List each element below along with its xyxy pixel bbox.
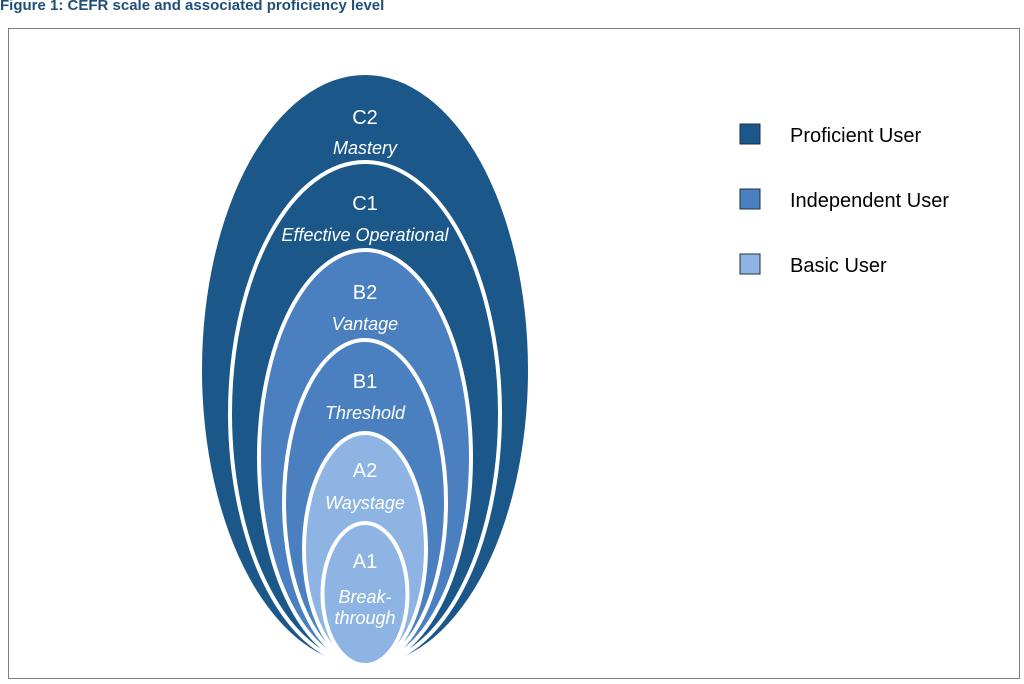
level-code-a2: A2 bbox=[353, 460, 377, 482]
legend-swatch-proficient bbox=[739, 123, 761, 145]
level-code-a1: A1 bbox=[353, 551, 377, 573]
level-name-b2: Vantage bbox=[332, 314, 398, 334]
level-code-b1: B1 bbox=[353, 371, 377, 393]
level-name-c1: Effective Operational bbox=[281, 225, 449, 245]
figure-title: Figure 1: CEFR scale and associated prof… bbox=[0, 0, 385, 14]
level-code-c1: C1 bbox=[352, 193, 378, 215]
level-code-b2: B2 bbox=[353, 282, 377, 304]
level-ellipse-a1 bbox=[320, 521, 410, 667]
level-code-c2: C2 bbox=[352, 107, 378, 129]
level-name-a2: Waystage bbox=[325, 493, 405, 513]
legend-swatch-basic bbox=[739, 253, 761, 275]
legend-label-basic: Basic User bbox=[790, 255, 887, 277]
level-name-c2: Mastery bbox=[333, 138, 398, 158]
legend-swatch-independent bbox=[739, 188, 761, 210]
level-ellipses bbox=[202, 75, 528, 667]
figure-frame bbox=[8, 28, 1020, 679]
legend-label-independent: Independent User bbox=[790, 190, 949, 212]
level-name-b1: Threshold bbox=[325, 403, 406, 423]
level-name-a1: through bbox=[334, 608, 395, 628]
level-name-a1: Break- bbox=[338, 587, 391, 607]
legend-label-proficient: Proficient User bbox=[790, 125, 921, 147]
